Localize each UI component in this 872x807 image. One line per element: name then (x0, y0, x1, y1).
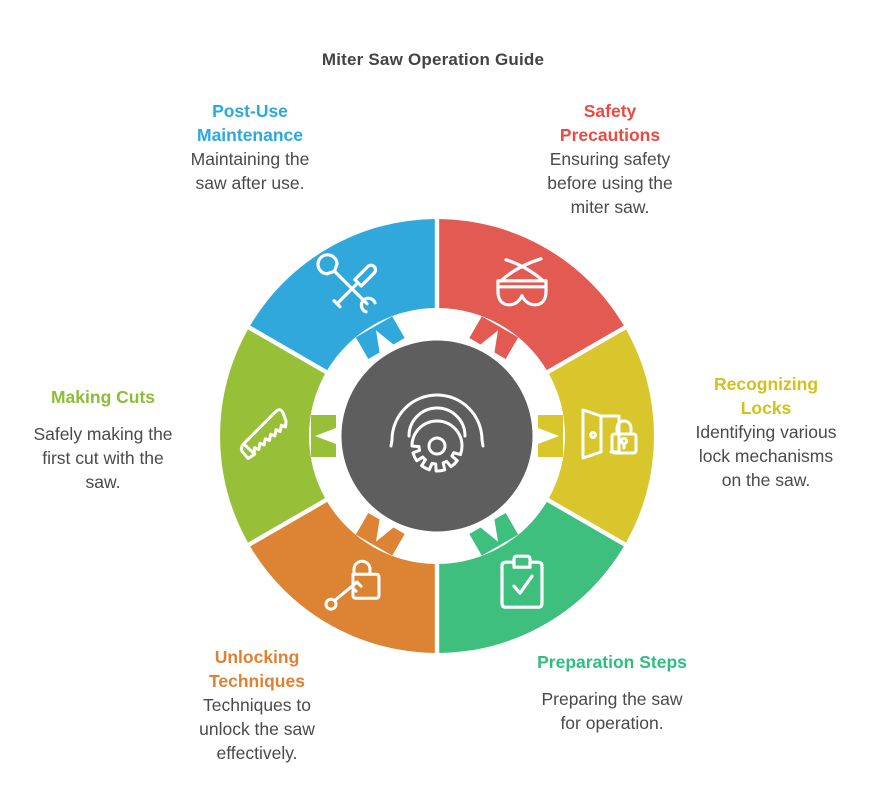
segment-description: Techniques to unlock the saw effectively… (199, 695, 315, 763)
label-making-cuts: Making Cuts Safely making the first cut … (0, 385, 206, 494)
segment-heading: Safety Precautions (559, 101, 661, 145)
label-preparation-steps: Preparation Steps Preparing the saw for … (507, 650, 717, 735)
lock-key-icon (324, 559, 381, 611)
segment-description: Identifying various lock mechanisms on t… (695, 422, 837, 490)
label-recognizing-locks: Recognizing Locks Identifying various lo… (663, 372, 869, 492)
safety-goggles-icon (496, 257, 548, 307)
label-post-use-maintenance: Post-Use Maintenance Maintaining the saw… (145, 99, 355, 195)
segment-safety-precautions (439, 219, 624, 371)
segment-heading: Recognizing Locks (713, 374, 819, 418)
segment-unlocking-techniques (250, 501, 435, 653)
miter-saw-blade-icon (389, 393, 485, 473)
label-safety-precautions: Safety Precautions Ensuring safety befor… (505, 99, 715, 219)
segment-spoke-post-use-maintenance (355, 316, 405, 360)
clipboard-check-icon (500, 554, 544, 609)
segment-spoke-preparation-steps (469, 512, 519, 556)
segment-heading: Unlocking Techniques (209, 647, 305, 691)
segment-description: Ensuring safety before using the miter s… (547, 149, 673, 217)
segment-spoke-unlocking-techniques (355, 512, 405, 556)
segment-heading: Making Cuts (50, 387, 156, 407)
segment-description: Safely making the first cut with the saw… (33, 424, 173, 492)
page-title: Miter Saw Operation Guide (321, 50, 545, 69)
segment-spoke-safety-precautions (469, 316, 519, 360)
segment-description: Maintaining the saw after use. (190, 149, 310, 193)
label-unlocking-techniques: Unlocking Techniques Techniques to unloc… (152, 645, 362, 765)
segment-heading: Post-Use Maintenance (197, 101, 303, 145)
segment-description: Preparing the saw for operation. (541, 689, 683, 733)
segment-post-use-maintenance (250, 219, 435, 371)
segment-spoke-recognizing-locks (538, 415, 563, 457)
door-lock-icon (581, 408, 638, 460)
segment-heading: Preparation Steps (537, 652, 687, 672)
wrench-screwdriver-icon (316, 253, 378, 314)
hand-saw-icon (239, 408, 288, 460)
center-circle (341, 340, 533, 532)
segment-spoke-making-cuts (311, 415, 336, 457)
